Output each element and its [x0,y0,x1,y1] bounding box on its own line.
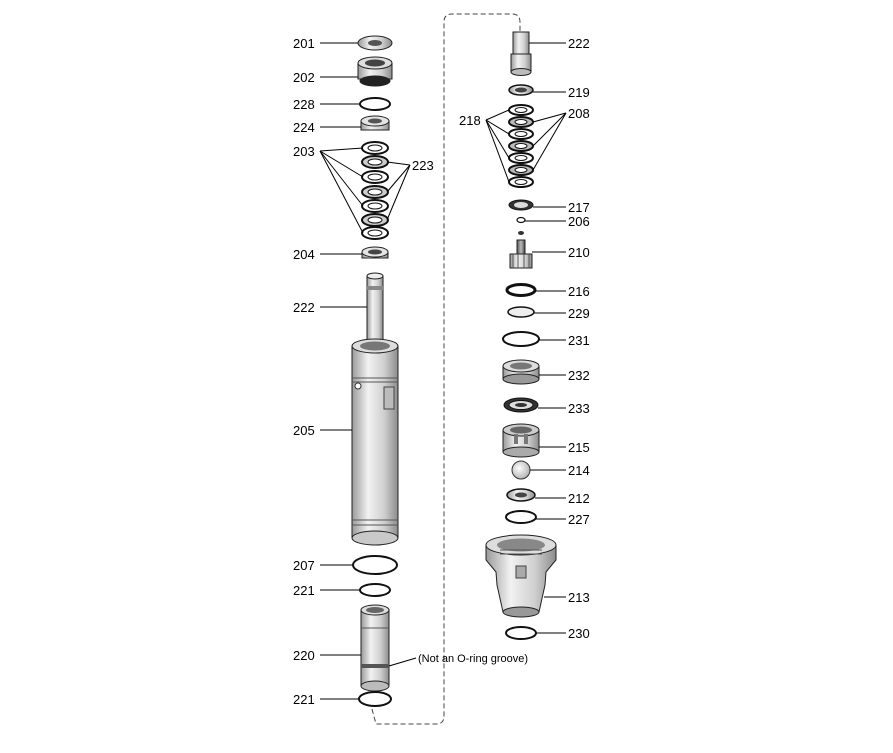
label-208: 208 [568,106,590,121]
label-202: 202 [293,70,315,85]
part-221-o-ring-lower [358,691,392,707]
part-232-seat-retainer [502,359,540,385]
leader-lines [319,42,567,700]
part-219-washer [508,84,534,96]
dashed-connection-path [371,13,521,725]
part-205-cylinder [351,338,399,546]
label-207: 207 [293,558,315,573]
part-207-o-ring [352,555,398,575]
label-214: 214 [568,463,590,478]
part-218-208-packing-stack [508,104,534,188]
part-214-ball [511,460,531,480]
label-220: 220 [293,648,315,663]
label-223: 223 [412,158,434,173]
part-213-intake-housing [485,534,557,618]
part-228-o-ring [359,97,391,111]
label-212: 212 [568,491,590,506]
part-231-o-ring [502,331,540,347]
label-222-left: 222 [293,300,315,315]
label-230: 230 [568,626,590,641]
label-205: 205 [293,423,315,438]
part-202-packing-nut [357,56,393,87]
label-227: 227 [568,512,590,527]
label-232: 232 [568,368,590,383]
part-212-seat [506,488,536,502]
label-213: 213 [568,590,590,605]
part-201-washer [357,35,393,51]
part-203-223-packing-stack [361,141,389,240]
label-201: 201 [293,36,315,51]
part-221-o-ring-upper [359,583,391,597]
part-204-gland [361,246,389,259]
label-216: 216 [568,284,590,299]
label-222-right: 222 [568,36,590,51]
part-217-washer [508,199,534,211]
label-221-lower: 221 [293,692,315,707]
label-203: 203 [293,144,315,159]
label-221-upper: 221 [293,583,315,598]
label-224: 224 [293,120,315,135]
label-217: 217 [568,200,590,215]
groove-note: (Not an O-ring groove) [418,653,528,665]
part-220-sleeve [360,604,390,692]
part-222-rod-end [510,31,532,76]
label-210: 210 [568,245,590,260]
label-215: 215 [568,440,590,455]
label-231: 231 [568,333,590,348]
part-216-seal [505,283,537,297]
label-218: 218 [459,113,481,128]
part-233-seat [503,397,539,413]
part-210-piston-valve [509,231,533,269]
label-206: 206 [568,214,590,229]
part-229-ring [507,306,535,318]
part-227-o-ring [505,510,537,524]
part-222-piston-rod [366,272,384,343]
part-224-bearing [360,115,390,131]
label-219: 219 [568,85,590,100]
label-204: 204 [293,247,315,262]
part-230-o-ring [505,626,537,640]
label-233: 233 [568,401,590,416]
part-labels: 201 202 228 224 203 223 204 222 205 207 … [293,36,590,707]
part-206-ring [516,216,526,224]
part-215-ball-guide [502,423,540,458]
label-229: 229 [568,306,590,321]
label-228: 228 [293,97,315,112]
